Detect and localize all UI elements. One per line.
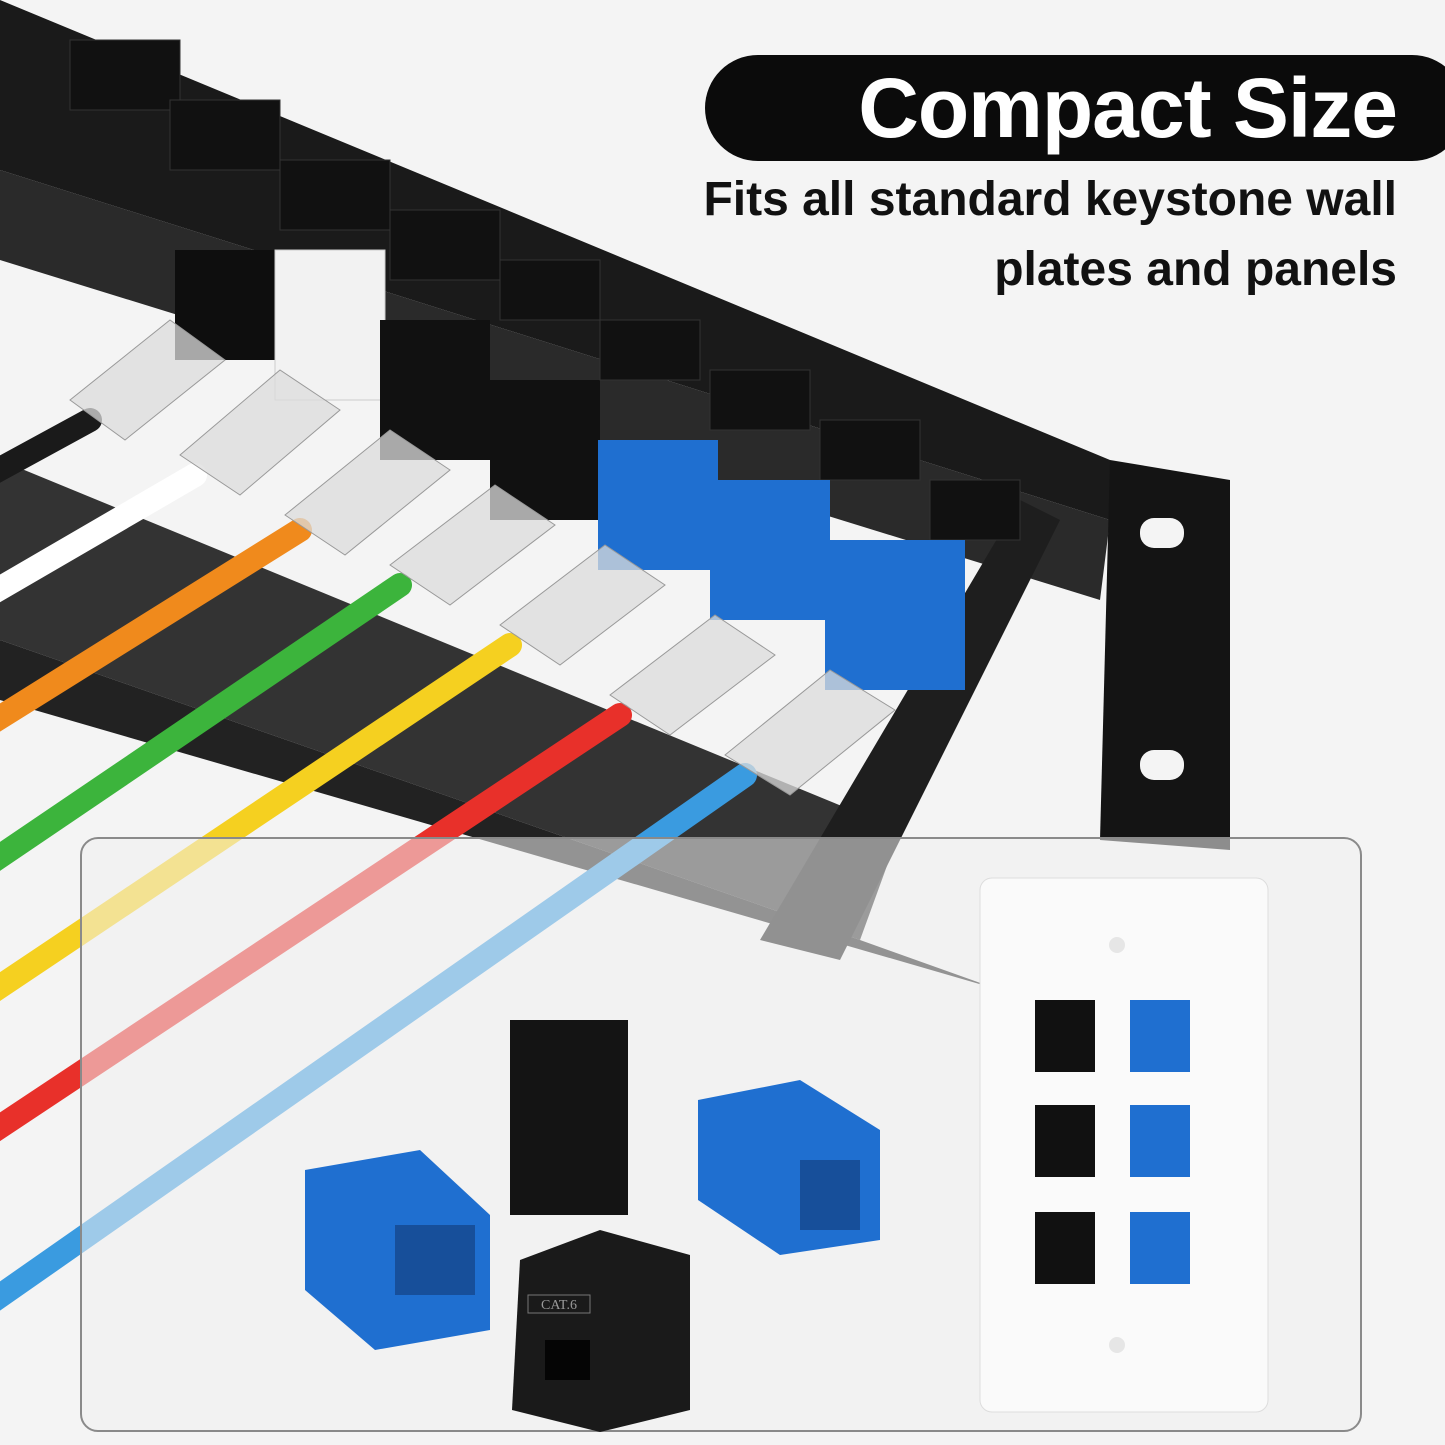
- mounting-hole: [1140, 750, 1184, 780]
- cable-white: [0, 463, 207, 603]
- panel-keystones: [69, 39, 1021, 690]
- cable-orange: [0, 518, 312, 732]
- headline-pill: [705, 55, 1445, 161]
- headline-title: Compact Size: [858, 61, 1398, 155]
- rj45-plugs: [69, 319, 896, 796]
- keystone-black-front: [512, 1230, 690, 1432]
- loose-keystones: CAT.6: [305, 1020, 880, 1432]
- cable-yellow: [0, 633, 522, 1002]
- jack-blue: [1130, 1212, 1190, 1284]
- cable-green: [0, 573, 412, 871]
- jack-blue: [1130, 1000, 1190, 1072]
- keystone-label: CAT.6: [541, 1298, 577, 1313]
- jack-black: [1035, 1212, 1095, 1284]
- headline-subtitle-line2: plates and panels: [994, 243, 1397, 296]
- cable-black: [0, 408, 102, 483]
- keystone-black-top: [510, 1020, 628, 1215]
- jack-blue: [1130, 1105, 1190, 1177]
- jack-black: [1035, 1000, 1095, 1072]
- mounting-ear: [1100, 460, 1230, 850]
- headline-subtitle-line1: Fits all standard keystone wall: [703, 173, 1397, 226]
- wall-plate: [979, 877, 1269, 1413]
- jack-black: [1035, 1105, 1095, 1177]
- mounting-hole: [1140, 518, 1184, 548]
